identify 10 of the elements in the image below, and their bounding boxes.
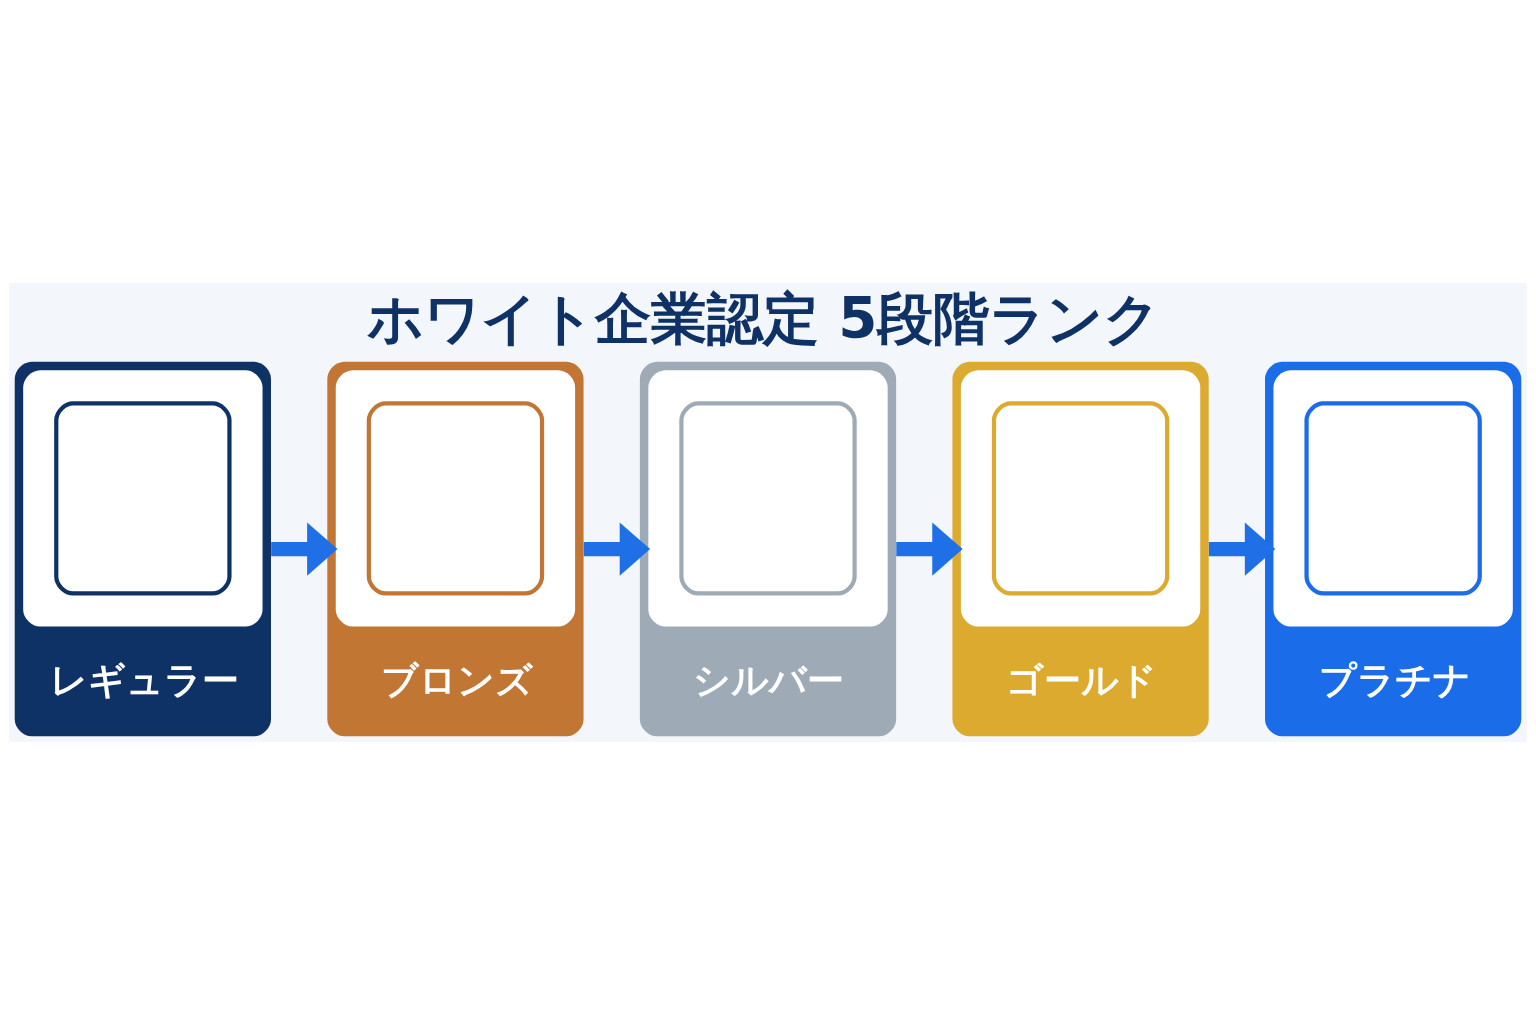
arrow xyxy=(1208,522,1276,576)
node-box: ブロンズ xyxy=(327,361,584,736)
arrow xyxy=(896,522,963,576)
node-box: プラチナ xyxy=(1265,361,1522,736)
arrow xyxy=(271,522,338,576)
node-box: レギュラー xyxy=(14,361,271,736)
node-box: ゴールド xyxy=(952,361,1209,736)
diagram-title: ホワイト企業認定 5段階ランク xyxy=(366,285,1161,351)
arrow xyxy=(583,522,651,576)
node-box: シルバー xyxy=(639,361,897,736)
